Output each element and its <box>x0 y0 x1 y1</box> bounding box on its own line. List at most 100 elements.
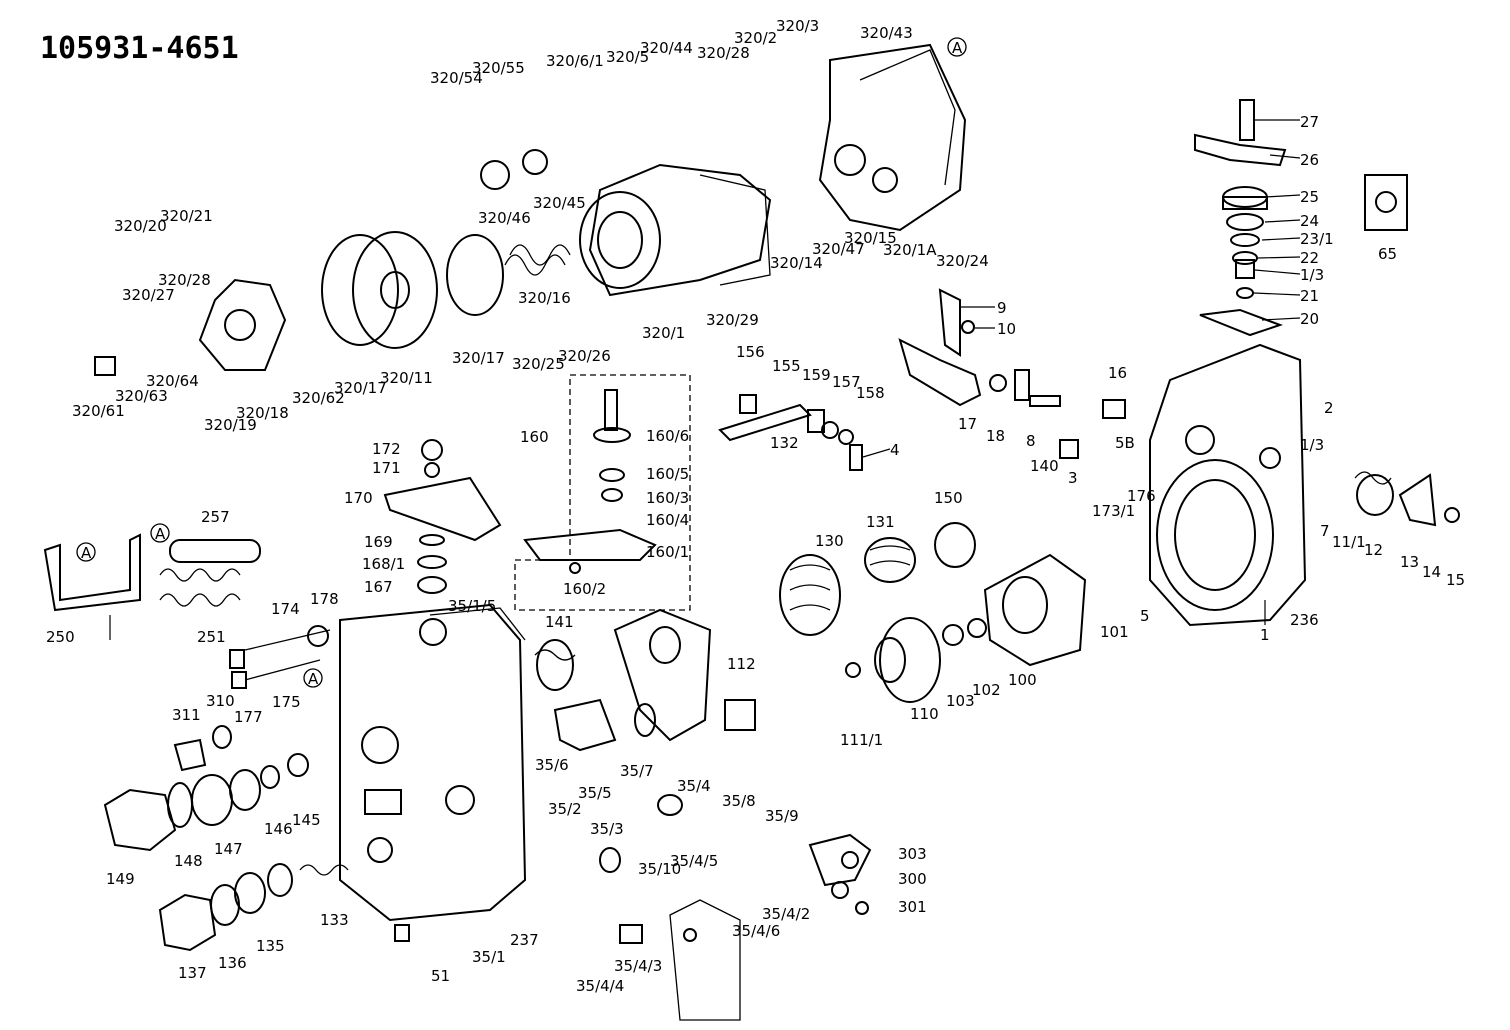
part-label: 20 <box>1300 310 1319 328</box>
part-label: 23/1 <box>1300 230 1334 248</box>
part-label: 320/17 <box>334 379 387 397</box>
part-label: 320/18 <box>236 404 289 422</box>
part-label: 18 <box>986 427 1005 445</box>
part-label: 4 <box>890 441 900 459</box>
part-label: 320/14 <box>770 254 823 272</box>
part-label: 172 <box>372 440 401 458</box>
part-label: 159 <box>802 366 831 384</box>
leader-lines <box>109 119 1301 640</box>
part-label: 5B <box>1115 434 1135 452</box>
part-label: 22 <box>1300 249 1319 267</box>
part-label: 320/21 <box>160 207 213 225</box>
part-label: 110 <box>910 705 939 723</box>
part-label: 155 <box>772 357 801 375</box>
part-label: 130 <box>815 532 844 550</box>
part-label: 171 <box>372 459 401 477</box>
left-lever-group <box>43 439 502 612</box>
part-label: 132 <box>770 434 799 452</box>
spring-and-shaft-group <box>724 522 1087 731</box>
part-label: 35/4/2 <box>762 905 810 923</box>
part-label: 35/4/3 <box>614 957 662 975</box>
part-label: 320/63 <box>115 387 168 405</box>
part-label: 35/8 <box>722 792 756 810</box>
part-label: 320/1A <box>883 241 937 259</box>
part-label: 320/26 <box>558 347 611 365</box>
part-label: 320/3 <box>776 17 819 35</box>
part-label: 320/45 <box>533 194 586 212</box>
part-label: 112 <box>727 655 756 673</box>
part-label: 111/1 <box>840 731 883 749</box>
part-label: 320/61 <box>72 402 125 420</box>
part-label: 170 <box>344 489 373 507</box>
part-label: 320/28 <box>697 44 750 62</box>
part-label: 5 <box>1140 607 1150 625</box>
part-label: 320/1 <box>642 324 685 342</box>
part-label: 35/1/5 <box>448 597 496 615</box>
part-label: 1 <box>1260 626 1270 644</box>
part-label: 237 <box>510 931 539 949</box>
part-label: 251 <box>197 628 226 646</box>
part-label: 148 <box>174 852 203 870</box>
part-label: 174 <box>271 600 300 618</box>
part-label: 167 <box>364 578 393 596</box>
part-label: 257 <box>201 508 230 526</box>
part-label: 320/27 <box>122 286 175 304</box>
part-label: 175 <box>272 693 301 711</box>
ref-marker <box>150 523 170 543</box>
part-label: 1/3 <box>1300 266 1324 284</box>
part-label: 136 <box>218 954 247 972</box>
part-label: 320/25 <box>512 355 565 373</box>
part-label: 160 <box>520 428 549 446</box>
part-label: 13 <box>1400 553 1419 571</box>
part-label: 10 <box>997 320 1016 338</box>
part-label: 176 <box>1127 487 1156 505</box>
part-label: 27 <box>1300 113 1319 131</box>
part-label: 250 <box>46 628 75 646</box>
part-label: 51 <box>431 967 450 985</box>
part-label: 300 <box>898 870 927 888</box>
part-label: 35/5 <box>578 784 612 802</box>
part-label: 16 <box>1108 364 1127 382</box>
part-label: 236 <box>1290 611 1319 629</box>
part-label: 137 <box>178 964 207 982</box>
part-label: 35/3 <box>590 820 624 838</box>
part-label: 173/1 <box>1092 502 1135 520</box>
part-label: 160/1 <box>646 543 689 561</box>
part-label: 101 <box>1100 623 1129 641</box>
part-label: 17 <box>958 415 977 433</box>
part-label: 160/5 <box>646 465 689 483</box>
part-label: 35/10 <box>638 860 681 878</box>
part-label: 320/28 <box>158 271 211 289</box>
part-label: A <box>952 39 963 57</box>
part-label: 303 <box>898 845 927 863</box>
part-label: A <box>308 670 319 688</box>
part-label: 103 <box>946 692 975 710</box>
part-drawings <box>43 43 1460 1021</box>
part-label: 320/54 <box>430 69 483 87</box>
part-label: 7 <box>1320 522 1330 540</box>
part-label: 320/24 <box>936 252 989 270</box>
part-label: 135 <box>256 937 285 955</box>
part-label: 24 <box>1300 212 1319 230</box>
part-label: 160/4 <box>646 511 689 529</box>
part-label: 320/5 <box>606 48 649 66</box>
part-label: 35/4 <box>677 777 711 795</box>
part-label: 100 <box>1008 671 1037 689</box>
part-label: 35/7 <box>620 762 654 780</box>
part-label: 21 <box>1300 287 1319 305</box>
rear-housing-group <box>1059 343 1460 627</box>
part-label: 102 <box>972 681 1001 699</box>
part-label: 35/1 <box>472 948 506 966</box>
part-label: 140 <box>1030 457 1059 475</box>
part-label: 177 <box>234 708 263 726</box>
part-label: 2 <box>1324 399 1334 417</box>
part-label: 320/16 <box>518 289 571 307</box>
part-label: 8 <box>1026 432 1036 450</box>
part-label: 320/29 <box>706 311 759 329</box>
part-label: 157 <box>832 373 861 391</box>
part-label: 15 <box>1446 571 1465 589</box>
part-label: 320/64 <box>146 372 199 390</box>
ref-marker <box>303 668 323 688</box>
part-label: 301 <box>898 898 927 916</box>
